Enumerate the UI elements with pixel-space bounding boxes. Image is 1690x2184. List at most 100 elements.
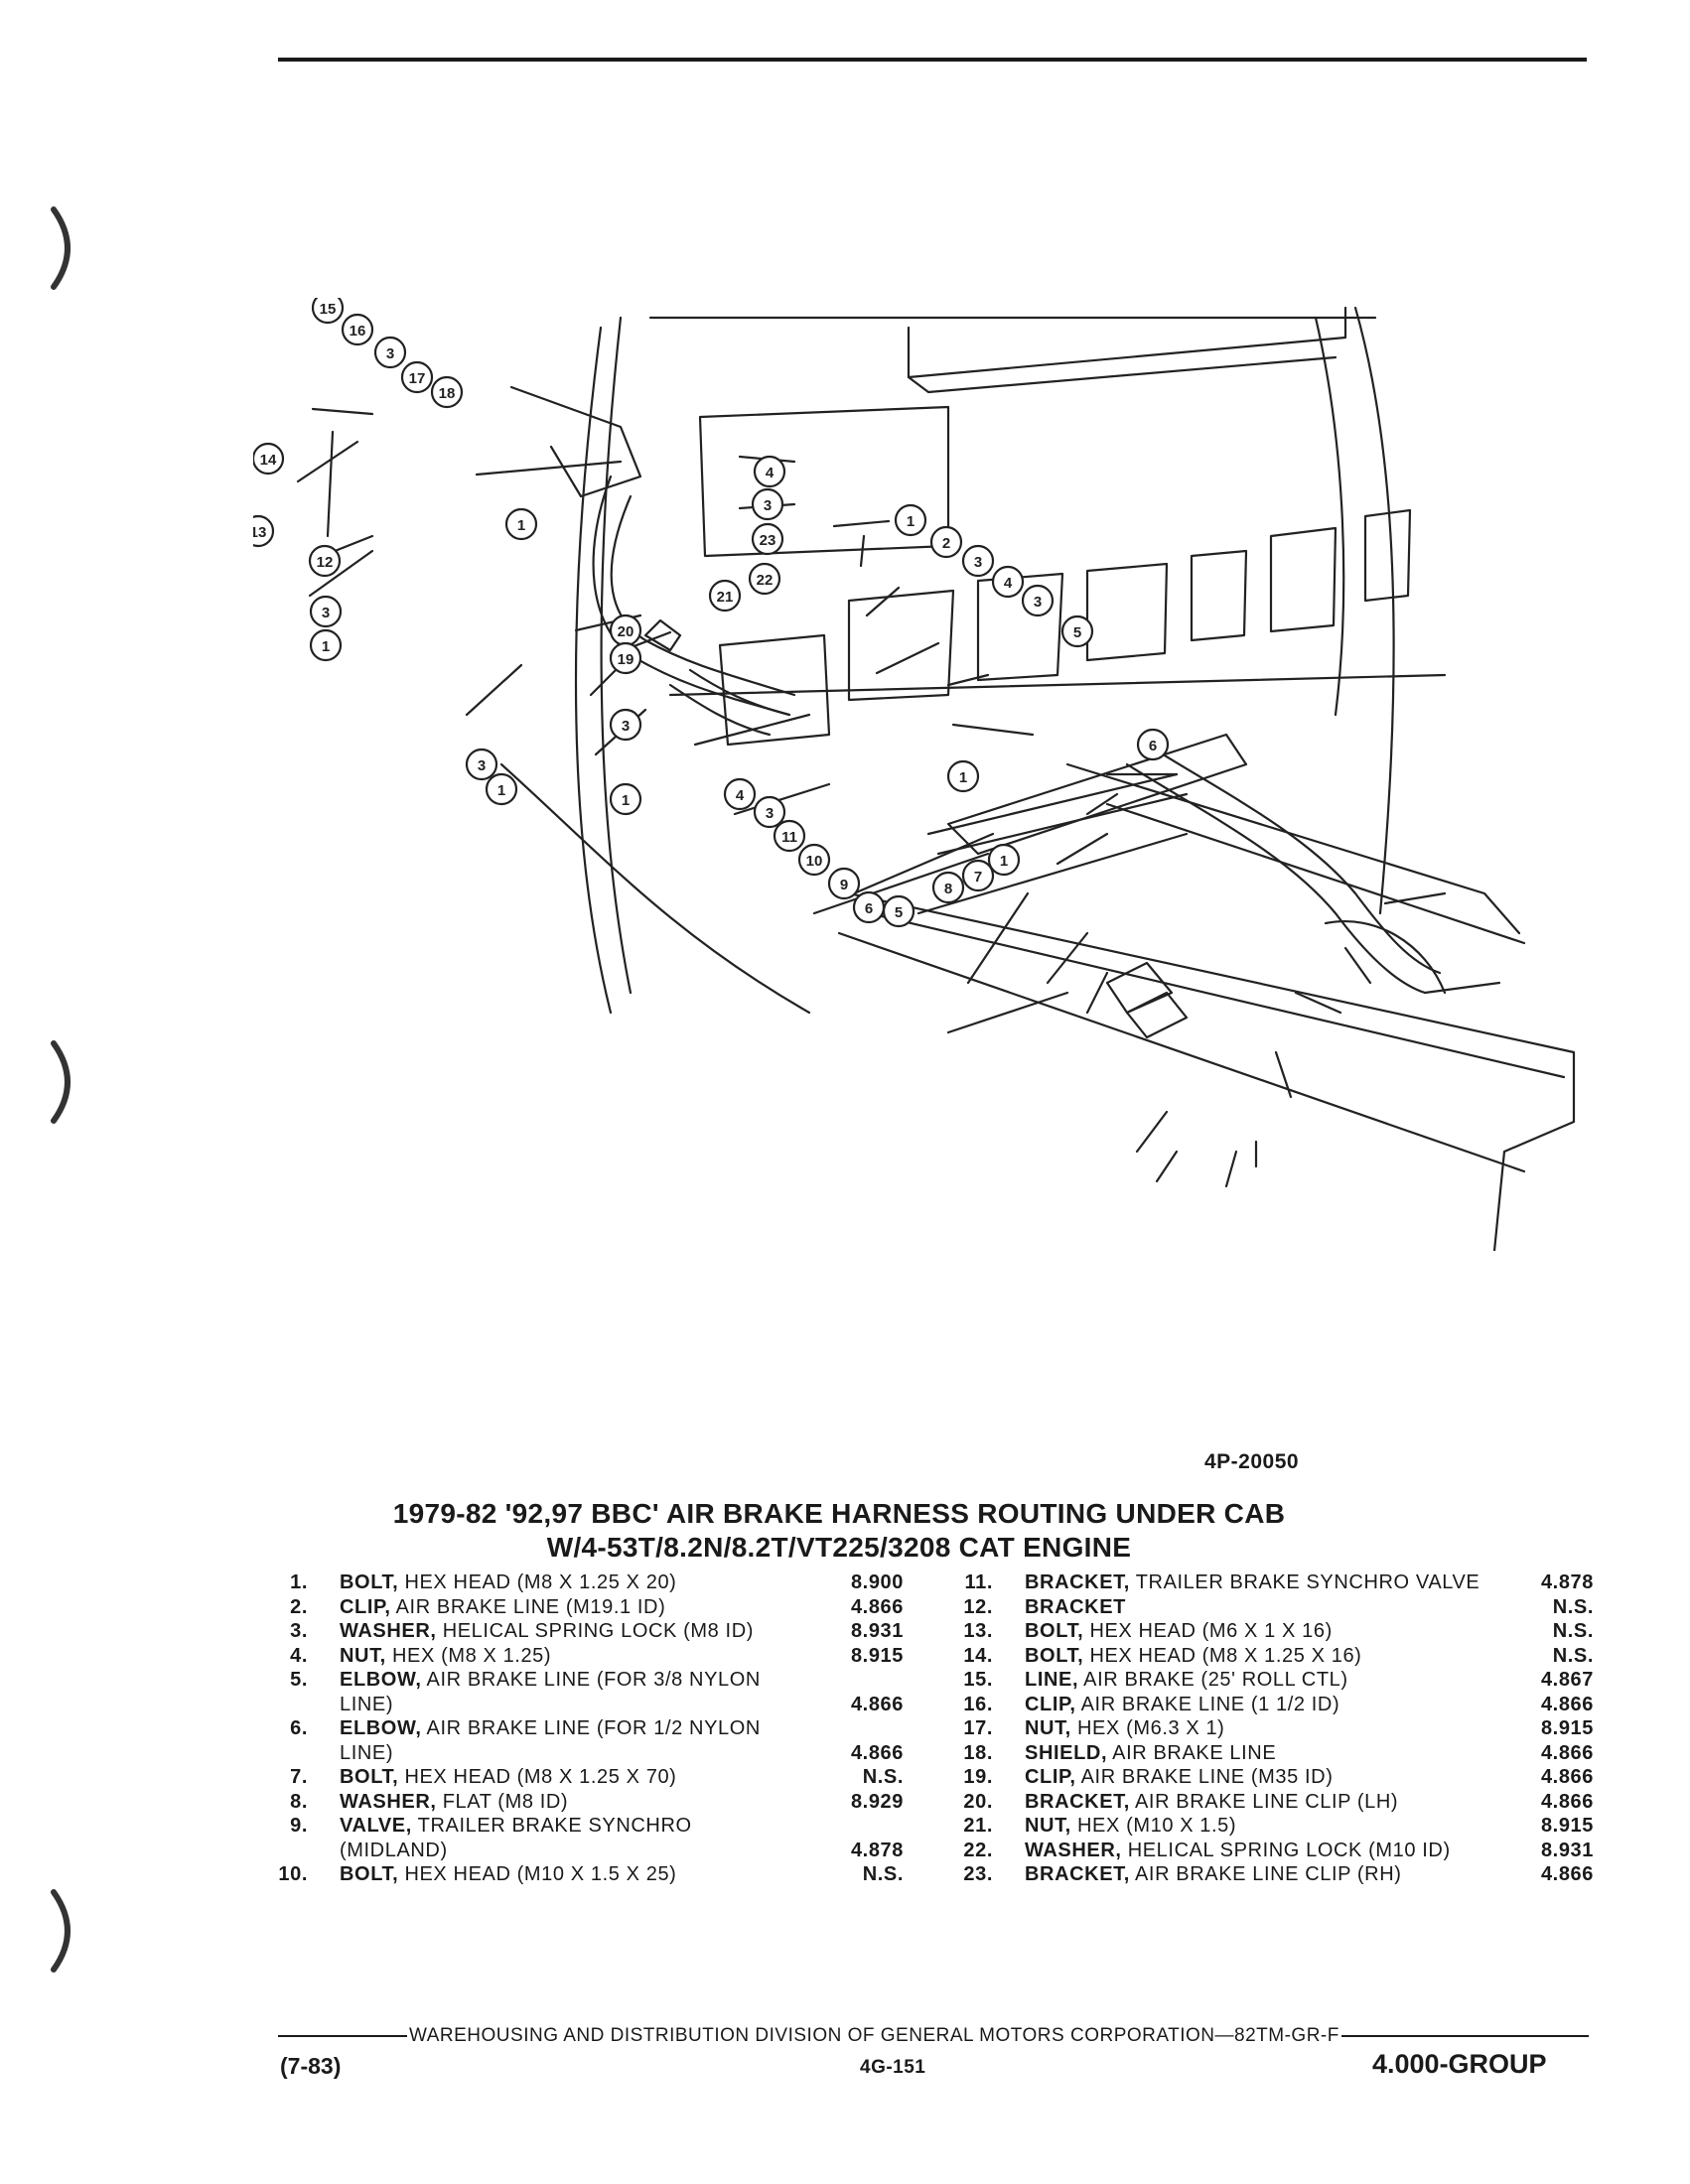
part-group-number: N.S. [1552, 1620, 1594, 1642]
part-description: BOLT, HEX HEAD (M8 X 1.25 X 20) [340, 1570, 804, 1595]
part-description: BRACKET, TRAILER BRAKE SYNCHRO VALVE [1025, 1570, 1494, 1595]
callout-5: 5 [882, 894, 915, 928]
part-group-number: 4.867 [1540, 1669, 1594, 1691]
svg-text:1: 1 [322, 638, 330, 655]
part-name: SHIELD, [1025, 1741, 1108, 1764]
part-row: 13.BOLT, HEX HEAD (M6 X 1 X 16)N.S. [953, 1619, 1594, 1644]
part-row: 7.BOLT, HEX HEAD (M8 X 1.25 X 70)N.S. [268, 1765, 904, 1790]
part-description: CLIP, AIR BRAKE LINE (M35 ID) [1025, 1765, 1494, 1790]
part-row: 8.WASHER, FLAT (M8 ID)8.929 [268, 1790, 904, 1815]
svg-text:6: 6 [865, 900, 873, 917]
part-number: 12. [963, 1595, 993, 1618]
part-number: 1. [290, 1571, 308, 1593]
part-row: 9.VALVE, TRAILER BRAKE SYNCHRO (MIDLAND)… [268, 1814, 904, 1862]
part-number: 4. [290, 1644, 308, 1667]
svg-text:4: 4 [1004, 575, 1013, 592]
svg-text:3: 3 [764, 497, 772, 514]
svg-text:14: 14 [260, 452, 277, 469]
part-row: 14.BOLT, HEX HEAD (M8 X 1.25 X 16)N.S. [953, 1644, 1594, 1669]
part-detail: AIR BRAKE LINE (M35 ID) [1075, 1766, 1334, 1788]
callout-13: 13 [253, 514, 275, 548]
binder-hole-mark-top [51, 206, 70, 290]
part-name: BOLT, [340, 1766, 399, 1788]
svg-text:18: 18 [439, 385, 456, 402]
part-name: BOLT, [1025, 1644, 1084, 1667]
part-row: 10.BOLT, HEX HEAD (M10 X 1.5 X 25)N.S. [268, 1862, 904, 1887]
callout-19: 19 [609, 641, 642, 675]
part-description: BRACKET [1025, 1595, 1494, 1620]
figure-number: 4P-20050 [1204, 1450, 1300, 1473]
callout-17: 17 [400, 360, 434, 394]
part-description: BRACKET, AIR BRAKE LINE CLIP (LH) [1025, 1790, 1494, 1815]
svg-text:1: 1 [622, 792, 630, 809]
part-detail: AIR BRAKE (25' ROLL CTL) [1078, 1669, 1348, 1691]
part-detail: AIR BRAKE LINE (FOR 3/8 NYLON LINE) [340, 1669, 761, 1715]
part-row: 23.BRACKET, AIR BRAKE LINE CLIP (RH)4.86… [953, 1862, 1594, 1887]
part-description: BOLT, HEX HEAD (M6 X 1 X 16) [1025, 1619, 1494, 1644]
callout-3: 3 [609, 708, 642, 742]
part-detail: HEX HEAD (M6 X 1 X 16) [1083, 1620, 1333, 1642]
svg-text:3: 3 [974, 554, 982, 571]
callout-4: 4 [753, 455, 786, 488]
callout-22: 22 [748, 562, 781, 596]
callout-6: 6 [852, 890, 886, 924]
part-detail: HEX (M8 X 1.25) [385, 1644, 552, 1667]
part-group-number: 8.900 [850, 1571, 904, 1593]
part-name: BRACKET, [1025, 1571, 1130, 1593]
part-group-number: 8.929 [850, 1790, 904, 1813]
part-row: 15. LINE, AIR BRAKE (25' ROLL CTL) 4.867 [953, 1668, 1594, 1693]
part-description: NUT, HEX (M10 X 1.5) [1025, 1814, 1494, 1839]
part-detail: HEX (M6.3 X 1) [1070, 1717, 1225, 1739]
part-number: 16. [963, 1693, 993, 1715]
part-name: CLIP, [1025, 1766, 1076, 1788]
part-group-number: 8.931 [1540, 1839, 1594, 1861]
part-number: 15. [963, 1669, 993, 1691]
part-description: LINE, AIR BRAKE (25' ROLL CTL) [1025, 1668, 1494, 1693]
callout-15: 15 [311, 298, 345, 325]
part-name: BRACKET [1025, 1595, 1126, 1618]
footer-text: WAREHOUSING AND DISTRIBUTION DIVISION OF… [409, 2025, 1339, 2046]
part-name: NUT, [1025, 1815, 1071, 1837]
part-row: 2. CLIP, AIR BRAKE LINE (M19.1 ID) 4.866 [268, 1595, 904, 1620]
part-row: 16.CLIP, AIR BRAKE LINE (1 1/2 ID)4.866 [953, 1693, 1594, 1717]
part-row: 6.ELBOW, AIR BRAKE LINE (FOR 1/2 NYLON L… [268, 1716, 904, 1765]
part-group-number: N.S. [862, 1766, 904, 1788]
svg-text:1: 1 [497, 782, 505, 799]
part-group-number: 8.915 [850, 1644, 904, 1667]
binder-hole-mark-middle [51, 1040, 70, 1124]
part-name: ELBOW, [340, 1669, 422, 1691]
part-number: 6. [290, 1717, 308, 1739]
svg-text:3: 3 [622, 718, 630, 735]
part-row: 3.WASHER, HELICAL SPRING LOCK (M8 ID)8.9… [268, 1619, 904, 1644]
part-detail: AIR BRAKE LINE CLIP (LH) [1129, 1790, 1399, 1813]
svg-text:3: 3 [386, 345, 394, 362]
part-number: 22. [963, 1839, 993, 1861]
part-name: NUT, [1025, 1717, 1071, 1739]
part-number: 3. [290, 1620, 308, 1642]
part-group-number: 4.866 [1540, 1790, 1594, 1813]
part-row: 19.CLIP, AIR BRAKE LINE (M35 ID)4.866 [953, 1765, 1594, 1790]
svg-text:12: 12 [317, 554, 334, 571]
date-code: (7-83) [280, 2053, 342, 2079]
part-number: 2. [290, 1595, 308, 1618]
callout-20: 20 [609, 614, 642, 647]
part-name: WASHER, [1025, 1839, 1122, 1861]
callout-1: 1 [987, 843, 1021, 877]
part-number: 17. [963, 1717, 993, 1739]
part-group-number: N.S. [862, 1863, 904, 1885]
callout-12: 12 [308, 544, 342, 578]
svg-text:8: 8 [944, 881, 952, 897]
svg-text:16: 16 [350, 323, 366, 340]
callout-4: 4 [991, 565, 1025, 599]
svg-text:1: 1 [517, 517, 525, 534]
part-description: BOLT, HEX HEAD (M10 X 1.5 X 25) [340, 1862, 804, 1887]
svg-text:19: 19 [618, 651, 634, 668]
svg-text:20: 20 [618, 623, 634, 640]
part-group-number: 4.866 [1540, 1693, 1594, 1715]
part-number: 18. [963, 1741, 993, 1764]
part-group-number: 4.866 [850, 1595, 904, 1618]
part-detail: HELICAL SPRING LOCK (M10 ID) [1121, 1839, 1451, 1861]
part-description: CLIP, AIR BRAKE LINE (M19.1 ID) [340, 1595, 804, 1620]
part-row: 22. WASHER, HELICAL SPRING LOCK (M10 ID) 8… [953, 1839, 1594, 1863]
